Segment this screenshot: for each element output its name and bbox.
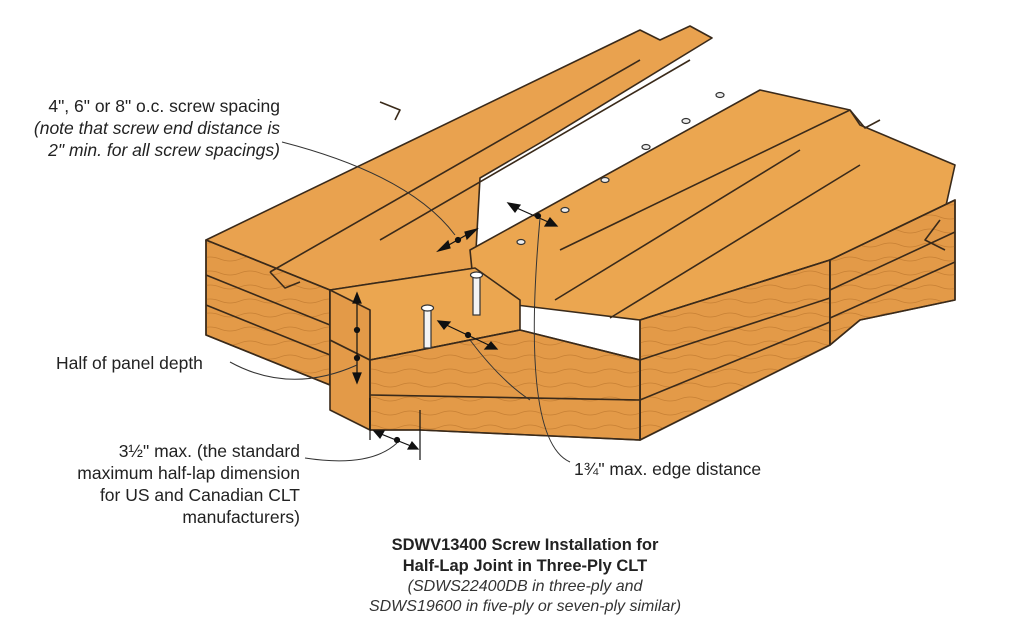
- figure-caption: SDWV13400 Screw Installation for Half-La…: [360, 535, 690, 617]
- dimension-markers: [352, 202, 559, 460]
- screws: [420, 91, 725, 349]
- half-depth-label: Half of panel depth: [56, 353, 203, 373]
- caption-sub-line1: (SDWS22400DB in three-ply and: [407, 578, 643, 595]
- screw-head: [641, 143, 651, 151]
- max-lap-line3: for US and Canadian CLT: [99, 485, 300, 505]
- max-lap-line1: 3½" max. (the standard: [118, 441, 300, 461]
- max-lap-line4: manufacturers): [182, 507, 300, 527]
- spacing-label-line1: 4", 6" or 8" o.c. screw spacing: [48, 96, 280, 116]
- spacing-label-line3: 2" min. for all screw spacings): [48, 140, 280, 160]
- max-lap-line2: maximum half-lap dimension: [77, 463, 300, 483]
- screw-2: [469, 271, 484, 316]
- screw-head: [516, 238, 526, 246]
- screw-head: [681, 117, 691, 125]
- edge-distance-label: 1¾" max. edge distance: [574, 459, 762, 479]
- caption-title-line1: SDWV13400 Screw Installation for: [391, 536, 659, 554]
- screw-head: [715, 91, 725, 99]
- max-lap-label: 3½" max. (the standard maximum half-lap …: [60, 440, 300, 528]
- screw-head: [560, 206, 570, 214]
- spacing-label-line2: (note that screw end distance is: [33, 118, 280, 138]
- caption-title-line2: Half-Lap Joint in Three-Ply CLT: [402, 557, 648, 575]
- screw-head: [600, 176, 610, 184]
- screw-1: [420, 304, 435, 349]
- caption-sub-line2: SDWS19600 in five-ply or seven-ply simil…: [368, 598, 682, 615]
- leader-lines: [229, 141, 571, 463]
- left-clt-panel: [205, 25, 713, 386]
- spacing-label: 4", 6" or 8" o.c. screw spacing (note th…: [20, 95, 280, 161]
- right-clt-panel: [469, 89, 956, 441]
